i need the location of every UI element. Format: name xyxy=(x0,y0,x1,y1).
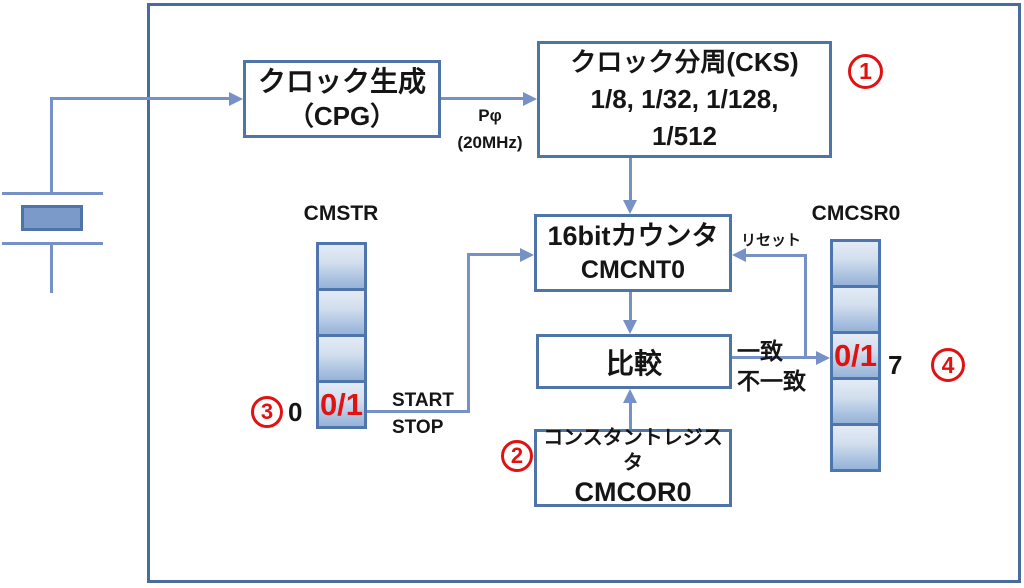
annotation-2-number: 2 xyxy=(510,443,524,468)
module-boundary xyxy=(147,3,1021,583)
cmstr-register: 0/1 xyxy=(316,242,367,429)
wire-compare-to-cmcsr0 xyxy=(732,356,818,359)
cpg-label-line2: （CPG） xyxy=(287,101,397,132)
cmcsr0-bit-cell: 0/1 xyxy=(830,331,881,380)
arrowhead-into-compare-bottom xyxy=(623,389,637,403)
cmcsr0-register-label: CMCSR0 xyxy=(811,202,901,225)
cmstr-written-value: 0 xyxy=(288,397,303,427)
annotation-circle-2: 2 xyxy=(501,440,533,472)
constant-label-line1: コンスタントレジスタ xyxy=(543,427,723,475)
wire-constant-to-compare xyxy=(629,402,632,429)
crystal-plate-top xyxy=(2,192,103,195)
annotation-circle-3: 3 xyxy=(251,396,283,428)
cmcsr0-register: 0/1 xyxy=(830,239,881,472)
cmstr-cell xyxy=(316,288,367,337)
mismatch-label: 不一致 xyxy=(737,368,806,394)
cmstr-cell xyxy=(316,334,367,383)
cks-label-line3: 1/512 xyxy=(651,121,718,151)
clock-divider-block: クロック分周(CKS) 1/8, 1/32, 1/128, 1/512 xyxy=(537,41,832,158)
annotation-circle-1: 1 xyxy=(848,54,883,89)
counter-label-line2: CMCNT0 xyxy=(580,256,686,285)
wire-reset-vertical xyxy=(804,254,807,359)
cmstr-bit-cell: 0/1 xyxy=(316,380,367,429)
cpg-label-line1: クロック生成 xyxy=(257,65,426,97)
cks-label-line2: 1/8, 1/32, 1/128, xyxy=(590,84,779,114)
arrowhead-into-cmcsr0-bit xyxy=(816,351,830,365)
counter-block: 16bitカウンタ CMCNT0 xyxy=(534,214,732,292)
cmstr-bit-value: 0/1 xyxy=(319,387,364,422)
cmcsr0-bit-number: 7 xyxy=(888,350,903,380)
clock-name-label: Pφ xyxy=(478,106,502,125)
annotation-1-number: 1 xyxy=(859,58,872,84)
cmstr-cell xyxy=(316,242,367,291)
wire-cks-to-counter xyxy=(629,158,632,201)
clock-freq-label: (20MHz) xyxy=(457,133,523,152)
wire-counter-to-compare xyxy=(629,292,632,322)
cks-label-line1: クロック分周(CKS) xyxy=(570,47,799,77)
cmcsr0-cell xyxy=(830,377,881,426)
start-label: START xyxy=(392,390,454,411)
wire-cpg-to-cks xyxy=(441,97,524,100)
constant-label-line2: CMCOR0 xyxy=(574,477,692,508)
arrowhead-into-cpg xyxy=(229,92,243,106)
annotation-3-number: 3 xyxy=(260,399,274,424)
counter-label-line1: 16bitカウンタ xyxy=(547,221,719,252)
arrowhead-into-cks xyxy=(523,92,537,106)
wire-reset-horizontal xyxy=(745,254,807,257)
wire-crystal-vertical-bottom xyxy=(50,245,53,293)
compare-label: 比較 xyxy=(605,347,662,379)
wire-crystal-to-cpg xyxy=(50,97,231,100)
cmcsr0-cell xyxy=(830,285,881,334)
cmstr-register-label: CMSTR xyxy=(303,202,379,225)
cmcsr0-cell xyxy=(830,423,881,472)
wire-startstop-horizontal xyxy=(367,410,470,413)
wire-crystal-vertical-top xyxy=(50,99,53,194)
cpg-block: クロック生成 （CPG） xyxy=(243,60,441,138)
arrowhead-reset-into-counter xyxy=(732,248,746,262)
compare-block: 比較 xyxy=(536,334,732,389)
arrowhead-into-compare-top xyxy=(623,320,637,334)
constant-register-block: コンスタントレジスタ CMCOR0 xyxy=(534,427,732,508)
reset-label: リセット xyxy=(741,232,802,249)
stop-label: STOP xyxy=(392,417,444,438)
wire-startstop-vertical xyxy=(467,253,470,413)
crystal-body xyxy=(21,205,83,231)
cmcsr0-cell xyxy=(830,239,881,288)
arrowhead-into-counter-left xyxy=(520,248,534,262)
annotation-circle-4: 4 xyxy=(931,348,965,382)
crystal-plate-bottom xyxy=(2,242,103,245)
match-label: 一致 xyxy=(737,338,783,364)
cmcsr0-bit-value: 0/1 xyxy=(833,338,878,373)
wire-startstop-top xyxy=(467,253,521,256)
arrowhead-into-counter-top xyxy=(623,200,637,214)
annotation-4-number: 4 xyxy=(941,351,955,378)
